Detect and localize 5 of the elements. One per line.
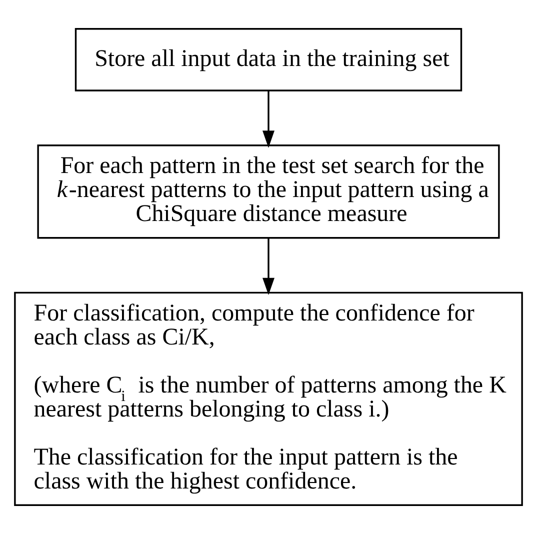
arrow — [262, 238, 274, 295]
node-box: For classification, compute the confidence for each class as Ci/K, (where C$_{i}$ is the number of patterns among the K nearest patterns belonging to class i.) The classification for the input pattern is the class with the highest confidence. — [14, 292, 523, 506]
node-box: Store all input data in the training set — [74, 28, 462, 92]
node-box: For each pattern in the test set search for the k-nearest patterns to the input pattern using a ChiSquare distance measure — [37, 144, 500, 239]
arrow — [262, 90, 274, 148]
